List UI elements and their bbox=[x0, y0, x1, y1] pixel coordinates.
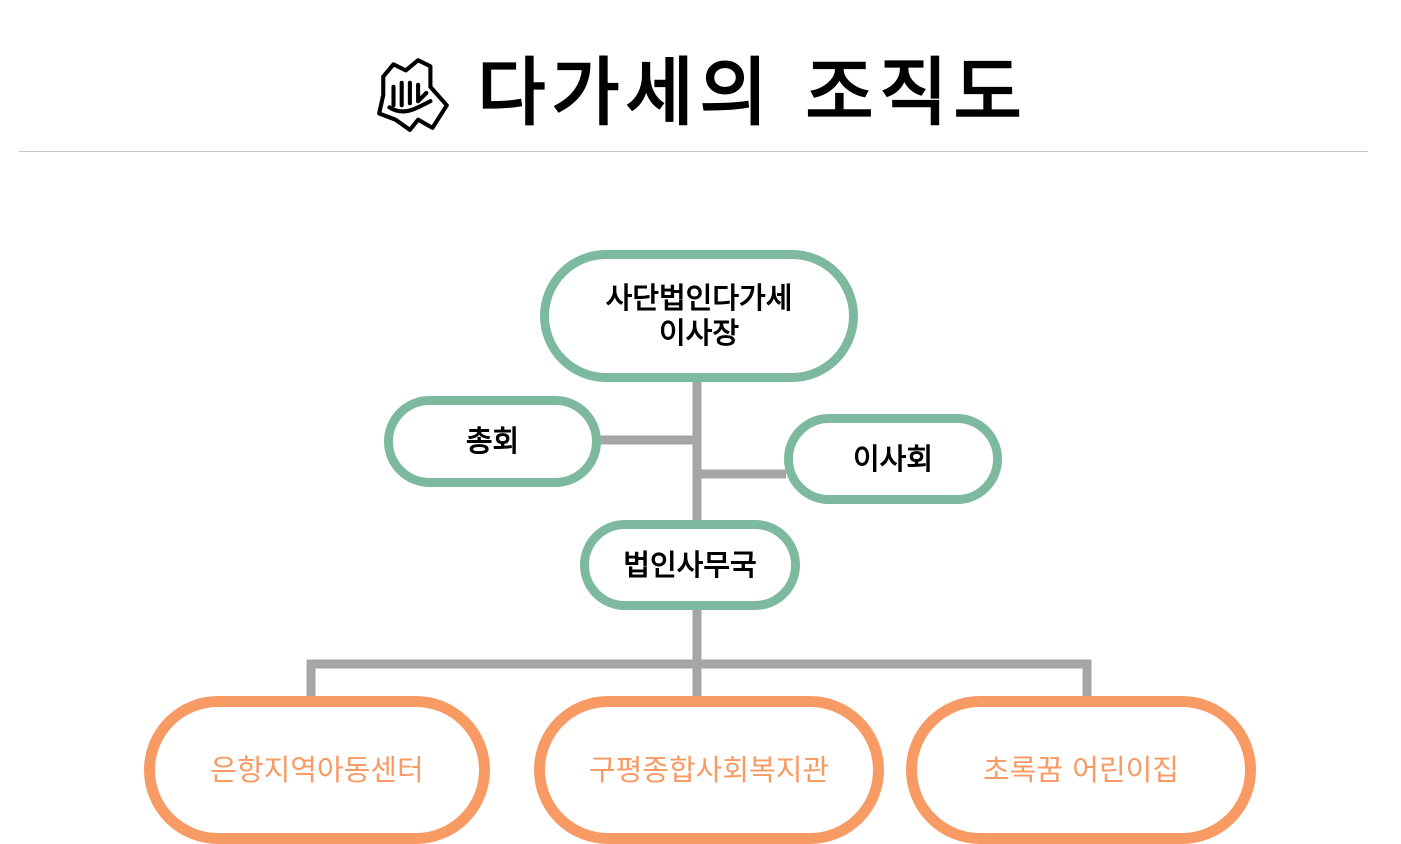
header-divider bbox=[19, 151, 1368, 152]
board-of-directors-node: 이사회 bbox=[784, 414, 1002, 504]
secretariat-label: 법인사무국 bbox=[623, 547, 757, 582]
subsidiary-node-welfare-center: 구평종합사회복지관 bbox=[534, 696, 884, 844]
chairman-node: 사단법인다가세 이사장 bbox=[540, 250, 858, 382]
chairman-org-label: 사단법인다가세 bbox=[605, 281, 793, 316]
general-assembly-node: 총회 bbox=[384, 396, 601, 487]
subsidiary-node-daycare: 초록꿈 어린이집 bbox=[906, 696, 1256, 844]
subsidiary-label: 초록꿈 어린이집 bbox=[983, 752, 1179, 787]
chairman-role-label: 이사장 bbox=[658, 316, 740, 350]
connector-subsidiary-bus bbox=[306, 659, 1092, 698]
title-bar: 다가세의 조직도 bbox=[0, 38, 1401, 148]
general-assembly-label: 총회 bbox=[465, 424, 520, 459]
subsidiary-label: 은항지역아동센터 bbox=[210, 752, 424, 787]
page-header: 다가세의 조직도 bbox=[0, 0, 1401, 152]
subsidiary-label: 구평종합사회복지관 bbox=[588, 752, 830, 787]
board-of-directors-label: 이사회 bbox=[852, 441, 934, 476]
handshake-icon bbox=[377, 58, 450, 132]
secretariat-node: 법인사무국 bbox=[580, 520, 800, 610]
subsidiary-node-children-center: 은항지역아동센터 bbox=[144, 696, 490, 844]
page-title: 다가세의 조직도 bbox=[477, 50, 1028, 136]
